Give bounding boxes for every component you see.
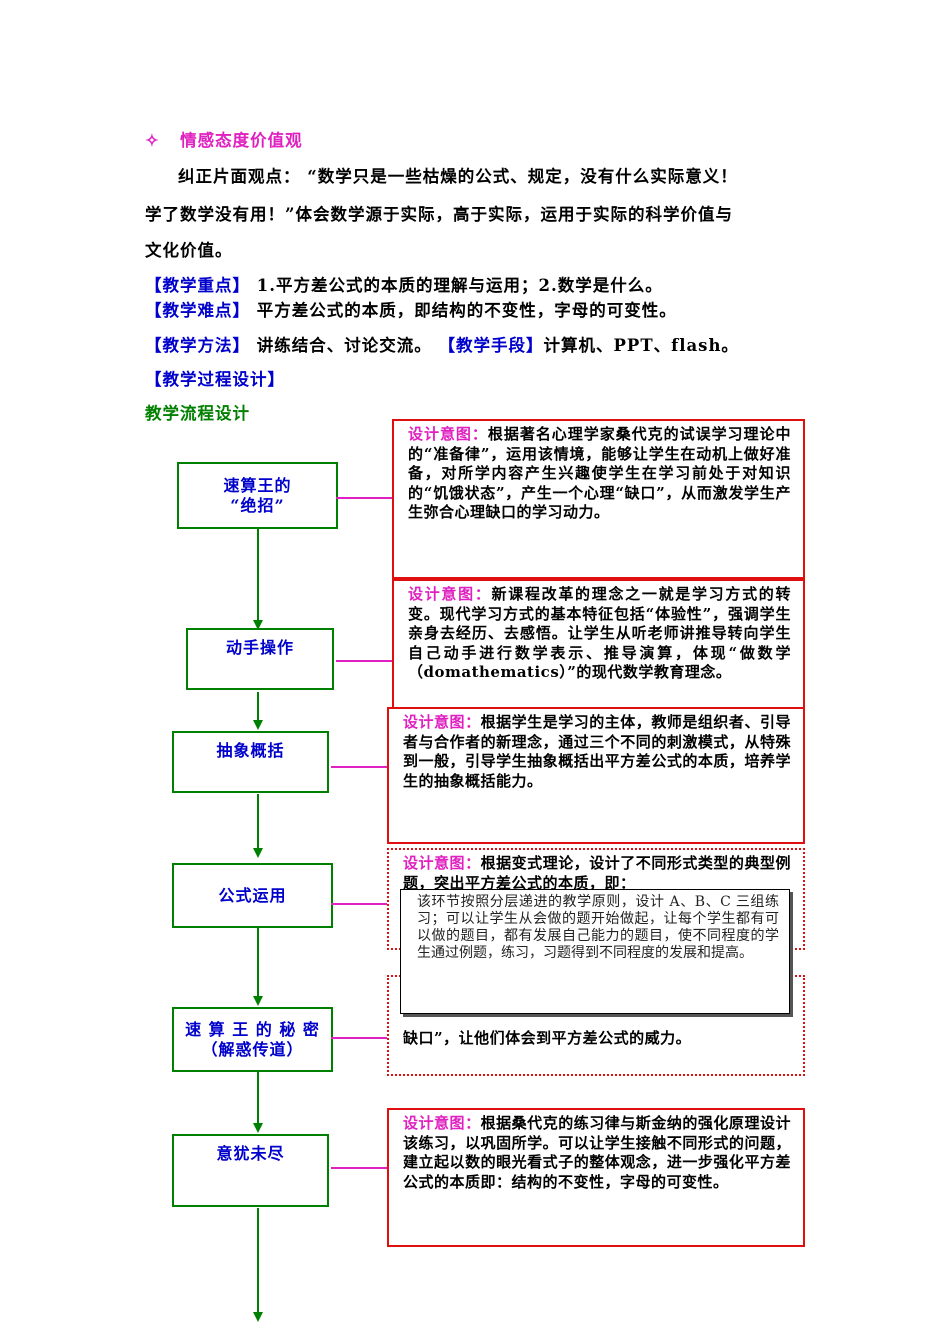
note-label: 设计意图： bbox=[403, 713, 481, 731]
note-text: 根据学生是学习的主体，教师是组织者、引导者与合作者的新理念，通过三个不同的刺激模… bbox=[403, 713, 791, 790]
step4-label: 公式运用 bbox=[218, 885, 287, 905]
arrow-down-icon bbox=[253, 996, 263, 1006]
arrow-down-icon bbox=[253, 1123, 263, 1133]
tools-text: 计算机、PPT、flash。 bbox=[543, 336, 739, 355]
flow-connector bbox=[257, 692, 259, 722]
arrow-down-icon bbox=[253, 620, 263, 630]
note-text: 根据变式理论，设计了不同形式类型的典型例题，突出平方差公式的本质，即： bbox=[403, 854, 791, 892]
note-connector bbox=[331, 903, 388, 905]
method-text: 讲练结合、讨论交流。 bbox=[256, 336, 432, 355]
section-title: 情感态度价值观 bbox=[180, 131, 303, 150]
flow-connector bbox=[257, 527, 259, 621]
step5-line2: （解惑传道） bbox=[201, 1039, 304, 1059]
flow-step-formula-use: 公式运用 bbox=[172, 863, 333, 928]
note-connector bbox=[336, 497, 393, 499]
step6-label: 意犹未尽 bbox=[216, 1144, 285, 1163]
flow-connector bbox=[257, 926, 259, 996]
flow-connector bbox=[257, 1069, 259, 1124]
note-connector bbox=[331, 1037, 388, 1039]
flow-title: 教学流程设计 bbox=[145, 404, 250, 423]
flow-step-speed-king-trick: 速算王的 “绝招” bbox=[177, 462, 338, 529]
note-connector bbox=[336, 660, 393, 662]
note-label: 设计意图： bbox=[403, 1114, 481, 1132]
note-text: 根据桑代克的练习律与斯金纳的强化原理设计该练习，以巩固所学。可以让学生接触不同形… bbox=[403, 1114, 791, 1191]
key-points-label: 【教学重点】 bbox=[145, 276, 250, 295]
arrow-down-icon bbox=[253, 720, 263, 730]
design-note-6: 设计意图：根据桑代克的练习律与斯金纳的强化原理设计该练习，以巩固所学。可以让学生… bbox=[387, 1108, 805, 1247]
paragraph-line-1: 纠正片面观点： “数学只是一些枯燥的公式、规定，没有什么实际意义！ bbox=[178, 167, 738, 186]
note-label: 设计意图： bbox=[408, 425, 488, 443]
method-row: 【教学方法】 讲练结合、讨论交流。 【教学手段】计算机、PPT、flash。 bbox=[145, 332, 739, 356]
step5-line1: 速 算 王 的 秘 密 bbox=[185, 1019, 320, 1039]
process-label: 【教学过程设计】 bbox=[145, 370, 285, 389]
tools-label: 【教学手段】 bbox=[438, 336, 544, 355]
design-note-2: 设计意图：新课程改革的理念之一就是学习方式的转变。现代学习方式的基本特征包括“体… bbox=[392, 579, 805, 710]
arrow-down-icon bbox=[253, 1312, 263, 1322]
arrow-down-icon bbox=[253, 848, 263, 858]
note-text: 缺口”，让他们体会到平方差公式的威力。 bbox=[403, 1029, 692, 1047]
step1-line2: “绝招” bbox=[230, 495, 285, 515]
paragraph-line-2: 学了数学没有用！”体会数学源于实际，高于实际，运用于实际的科学价值与 bbox=[145, 205, 733, 224]
paragraph-line-3: 文化价值。 bbox=[145, 241, 233, 260]
method-label: 【教学方法】 bbox=[145, 336, 250, 355]
step1-line1: 速算王的 bbox=[223, 475, 292, 495]
layered-practice-popup: 该环节按照分层递进的教学原则，设计 A、B、C 三组练习；可以让学生从会做的题开… bbox=[400, 889, 790, 1014]
note-label: 设计意图： bbox=[408, 585, 492, 603]
key-points-row: 【教学重点】 1.平方差公式的本质的理解与运用；2.数学是什么。 bbox=[145, 272, 663, 296]
key-points-text: 1.平方差公式的本质的理解与运用；2.数学是什么。 bbox=[256, 276, 663, 295]
flow-step-unfinished: 意犹未尽 bbox=[172, 1134, 329, 1207]
note-connector bbox=[331, 766, 388, 768]
flow-connector bbox=[257, 1208, 259, 1312]
note-text: 新课程改革的理念之一就是学习方式的转变。现代学习方式的基本特征包括“体验性”，强… bbox=[408, 585, 791, 681]
popup-text: 该环节按照分层递进的教学原则，设计 A、B、C 三组练习；可以让学生从会做的题开… bbox=[417, 894, 779, 961]
flow-step-speed-king-secret: 速 算 王 的 秘 密 （解惑传道） bbox=[172, 1007, 333, 1072]
step3-label: 抽象概括 bbox=[216, 741, 285, 760]
difficulty-text: 平方差公式的本质，即结构的不变性，字母的可变性。 bbox=[256, 301, 677, 320]
note-text: 根据著名心理学家桑代克的试误学习理论中的“准备律”，运用该情境，能够让学生在动机… bbox=[408, 425, 791, 521]
flow-connector bbox=[257, 794, 259, 848]
note-connector bbox=[331, 1167, 388, 1169]
flow-step-hands-on: 动手操作 bbox=[186, 628, 334, 690]
diamond-star-icon: ✧ bbox=[145, 131, 160, 150]
difficulty-row: 【教学难点】 平方差公式的本质，即结构的不变性，字母的可变性。 bbox=[145, 297, 677, 321]
step2-label: 动手操作 bbox=[225, 638, 294, 657]
design-note-1: 设计意图：根据著名心理学家桑代克的试误学习理论中的“准备律”，运用该情境，能够让… bbox=[392, 419, 805, 579]
design-note-3: 设计意图：根据学生是学习的主体，教师是组织者、引导者与合作者的新理念，通过三个不… bbox=[387, 707, 805, 844]
difficulty-label: 【教学难点】 bbox=[145, 301, 250, 320]
flow-step-abstraction: 抽象概括 bbox=[172, 731, 329, 793]
note-label: 设计意图： bbox=[403, 854, 481, 872]
affective-section-heading: ✧ 情感态度价值观 bbox=[145, 127, 303, 151]
